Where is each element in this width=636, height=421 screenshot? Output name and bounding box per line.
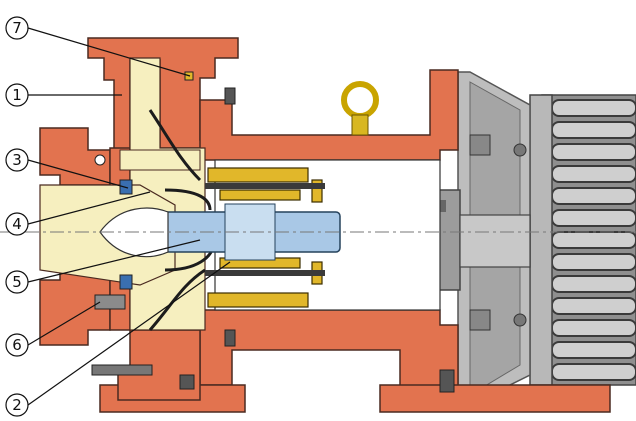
callout-6: 6 <box>5 333 29 357</box>
callout-5-circle <box>5 270 29 294</box>
callout-6-label: 6 <box>12 336 22 354</box>
callout-3: 3 <box>5 148 29 172</box>
callout-5: 5 <box>5 270 29 294</box>
callout-7-circle <box>5 16 29 40</box>
fasteners <box>91 71 455 393</box>
callout-4-label: 4 <box>12 215 22 233</box>
callout-2: 2 <box>5 393 29 417</box>
callout-2-label: 2 <box>12 396 22 414</box>
callout-1: 1 <box>5 83 29 107</box>
rotor-bands <box>205 183 325 276</box>
callout-7: 7 <box>5 16 29 40</box>
callout-1-label: 1 <box>12 86 22 104</box>
callout-2-circle <box>5 393 29 417</box>
lifting-eyebolt <box>341 81 379 136</box>
callout-5-label: 5 <box>12 273 22 291</box>
callout-7-label: 7 <box>12 19 22 37</box>
callout-3-circle <box>5 148 29 172</box>
callout-1-circle <box>5 83 29 107</box>
electric-motor <box>529 94 636 386</box>
callout-4: 4 <box>5 212 29 236</box>
callout-6-circle <box>5 333 29 357</box>
callout-4-circle <box>5 212 29 236</box>
callout-3-label: 3 <box>12 151 22 169</box>
callout-leader-lines <box>27 27 231 406</box>
